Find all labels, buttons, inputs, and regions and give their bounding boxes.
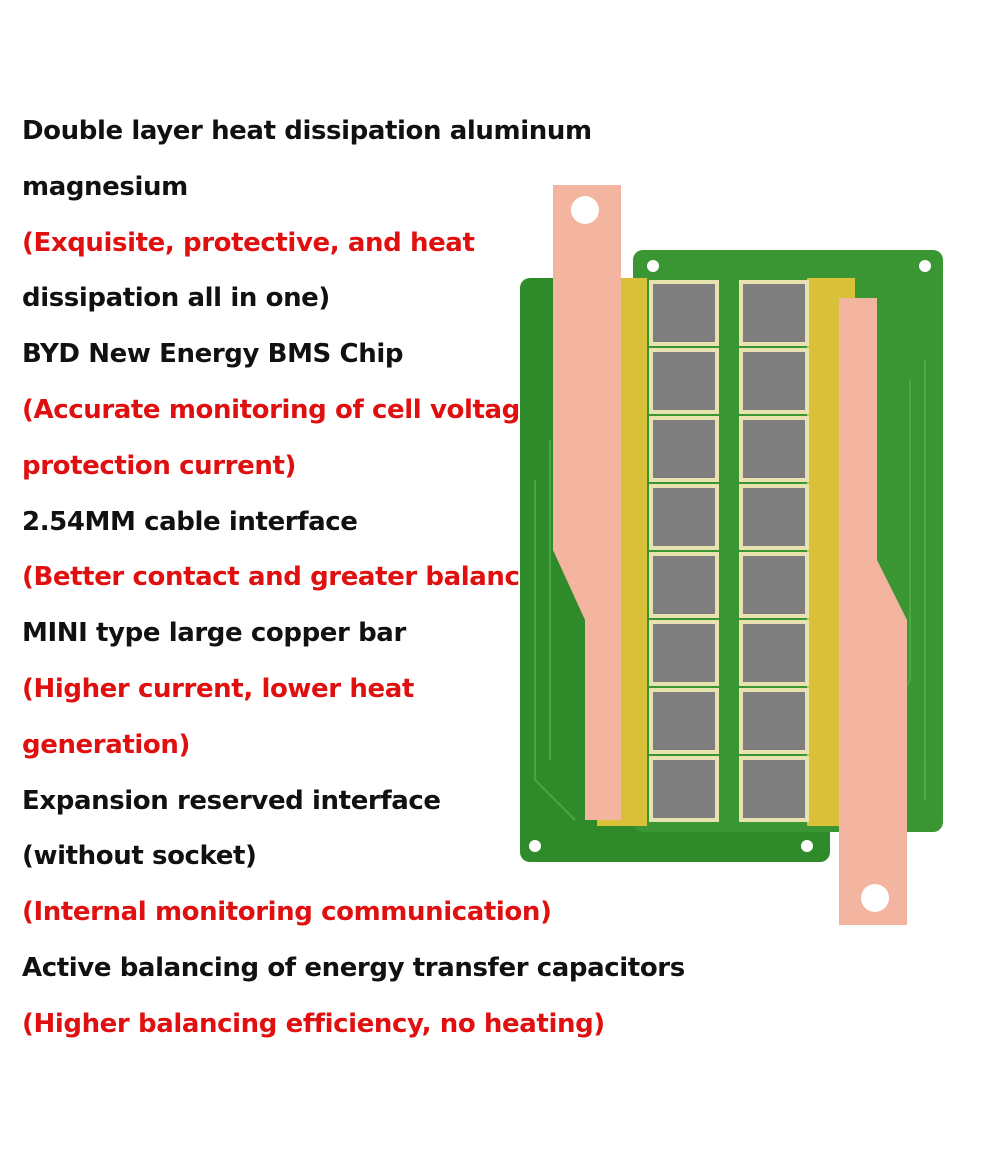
capacitor: [653, 420, 715, 478]
capacitor: [653, 352, 715, 410]
feature-line-7: protection current): [22, 450, 296, 481]
capacitor: [743, 488, 805, 546]
feature-line-11: (Higher current, lower heat: [22, 673, 414, 704]
capacitor-grid: [649, 280, 809, 822]
feature-line-17: (Higher balancing efficiency, no heating…: [22, 1008, 605, 1039]
capacitor: [743, 420, 805, 478]
capacitor: [743, 760, 805, 818]
mounting-hole: [647, 260, 659, 272]
mounting-hole: [801, 840, 813, 852]
feature-line-15: (Internal monitoring communication): [22, 897, 552, 928]
feature-line-14: (without socket): [22, 841, 257, 872]
feature-line-5: BYD New Energy BMS Chip: [22, 339, 404, 370]
feature-line-2: magnesium: [22, 171, 188, 202]
feature-line-12: generation): [22, 729, 190, 760]
capacitor: [743, 692, 805, 750]
feature-line-6: (Accurate monitoring of cell voltage: [22, 394, 538, 425]
feature-line-10: MINI type large copper bar: [22, 618, 406, 649]
feature-line-8: 2.54MM cable interface: [22, 506, 358, 537]
feature-line-4: dissipation all in one): [22, 283, 330, 314]
capacitor: [743, 284, 805, 342]
capacitor: [743, 352, 805, 410]
copper-bar-right: [839, 298, 907, 925]
feature-line-13: Expansion reserved interface: [22, 785, 441, 816]
capacitor: [743, 624, 805, 682]
copper-bar-hole: [571, 196, 599, 224]
feature-list: Double layer heat dissipation aluminum m…: [22, 104, 685, 1053]
bms-board-illustration: [520, 185, 943, 925]
capacitor: [743, 556, 805, 614]
capacitor: [653, 760, 715, 818]
capacitor: [653, 556, 715, 614]
mounting-hole: [919, 260, 931, 272]
feature-line-1: Double layer heat dissipation aluminum: [22, 116, 592, 146]
copper-bar-left: [553, 185, 621, 820]
mounting-hole: [529, 840, 541, 852]
feature-line-3: (Exquisite, protective, and heat: [22, 227, 475, 258]
feature-line-16: Active balancing of energy transfer capa…: [22, 952, 685, 983]
capacitor: [653, 624, 715, 682]
copper-bar-hole: [861, 884, 889, 912]
capacitor: [653, 692, 715, 750]
capacitor: [653, 284, 715, 342]
capacitor: [653, 488, 715, 546]
feature-line-9: (Better contact and greater balance): [22, 562, 549, 593]
